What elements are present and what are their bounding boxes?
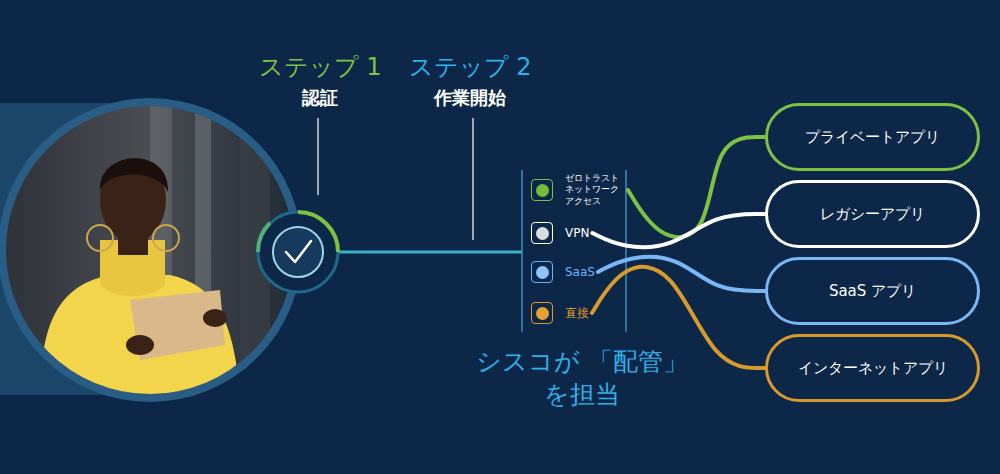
option-label: VPN [565, 226, 589, 241]
photo [0, 100, 300, 400]
leader-line [317, 118, 318, 195]
route-line [592, 214, 765, 247]
auth-line [338, 251, 522, 254]
route-line [628, 137, 765, 237]
option-dot [536, 307, 549, 320]
option-dot [536, 227, 549, 240]
option-label: 直接 [565, 306, 589, 321]
check-arc [258, 223, 270, 252]
step-heading: ステップ 2 [409, 52, 532, 83]
option-swatch [531, 222, 553, 244]
route-option: ゼロトラスト ネットワーク アクセス [528, 170, 628, 210]
app-name: インターネットアプリ [798, 359, 948, 378]
check-circle [273, 227, 323, 277]
hair [100, 158, 168, 192]
hand [203, 309, 227, 327]
step-heading: ステップ 1 [259, 52, 382, 83]
earring [153, 225, 179, 251]
option-dot [536, 266, 549, 279]
app-box: レガシーアプリ [765, 180, 980, 248]
app-box: SaaS アプリ [765, 257, 980, 325]
option-dot [536, 184, 549, 197]
step-name: 認証 [302, 86, 338, 109]
step-name: 作業開始 [434, 86, 506, 109]
photo-background [0, 100, 300, 400]
photo-ring [0, 98, 302, 402]
option-swatch [531, 261, 553, 283]
tagline: シスコが 「配管」を担当 [472, 346, 692, 411]
check-mark [286, 241, 311, 262]
route-option: SaaS [528, 258, 598, 286]
earring [87, 225, 113, 251]
option-swatch [531, 302, 553, 324]
route-option: VPN [528, 219, 592, 247]
app-name: レガシーアプリ [820, 205, 925, 224]
leader-line [472, 118, 473, 240]
option-swatch [531, 179, 553, 201]
route-option: 直接 [528, 299, 592, 327]
app-name: プライベートアプリ [805, 128, 940, 147]
option-label: SaaS [565, 265, 595, 280]
hand [126, 335, 154, 355]
panel-bracket [625, 170, 627, 332]
option-label: ゼロトラスト ネットワーク アクセス [565, 173, 625, 207]
check-ring [258, 212, 338, 292]
panel-bracket [521, 170, 523, 332]
app-box: インターネットアプリ [765, 334, 980, 402]
app-box: プライベートアプリ [765, 103, 980, 171]
app-name: SaaS アプリ [829, 282, 916, 301]
